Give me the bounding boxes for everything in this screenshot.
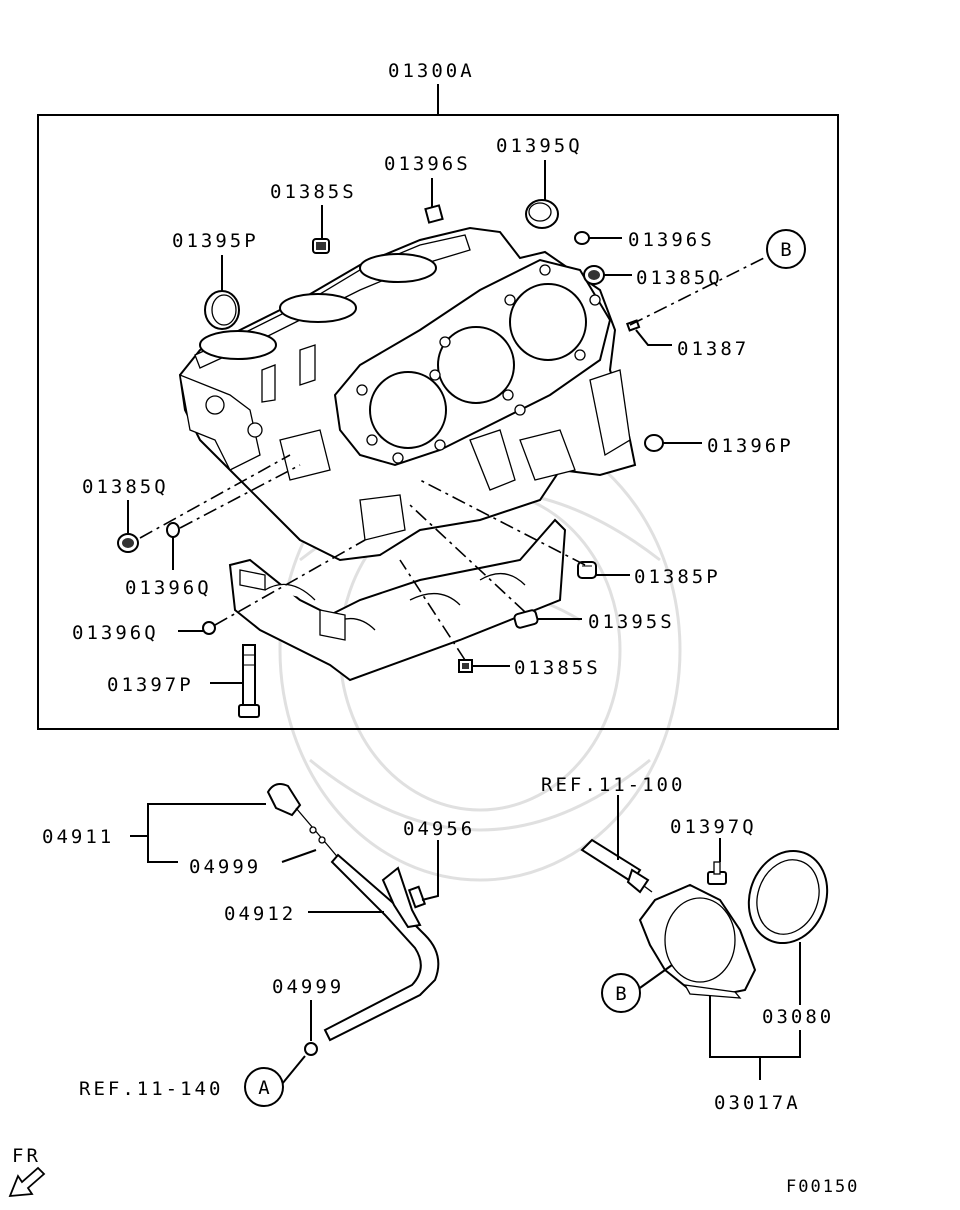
plug-01396q-a (166, 522, 180, 538)
leader-lines-block (127, 160, 702, 684)
label-04911: 04911 (42, 826, 114, 848)
plug-01385q-right (583, 265, 605, 285)
label-01396s-top: 01396S (384, 153, 471, 175)
plug-01396p (644, 434, 664, 452)
oil-level-gauge (266, 783, 440, 1056)
fr-direction: FR (8, 1145, 46, 1198)
label-01397p: 01397P (107, 674, 194, 696)
label-04999-a: 04999 (189, 856, 261, 878)
label-04912: 04912 (224, 903, 296, 925)
label-03080: 03080 (762, 1006, 834, 1028)
label-01396s-right: 01396S (628, 229, 715, 251)
label-01396q-b: 01396Q (72, 622, 159, 644)
cylinder-block (178, 226, 637, 682)
svg-text:B: B (780, 239, 791, 261)
label-01385q-left: 01385Q (82, 476, 169, 498)
label-ref-11-100: REF.11-100 (541, 774, 685, 796)
gasket-holes (356, 264, 601, 464)
part-labels: 01300A 01396S 01395Q 01385S 01396S 01395… (42, 60, 859, 1197)
plug-01395q (525, 199, 559, 229)
fr-label: FR (12, 1145, 41, 1167)
label-01385s-bottom: 01385S (514, 657, 601, 679)
arrow-down-left-icon (8, 1166, 46, 1198)
label-01396p: 01396P (707, 435, 794, 457)
oil-seal-case (580, 838, 829, 999)
label-03017a: 03017A (714, 1092, 801, 1114)
label-01385p: 01385P (634, 566, 721, 588)
label-ref-11-140: REF.11-140 (79, 1078, 223, 1100)
assembly-frame (37, 84, 839, 730)
plug-01385s-bottom (458, 659, 473, 673)
plug-01396s-top (424, 204, 444, 224)
plug-01396s-right (574, 231, 590, 245)
label-01397q: 01397Q (670, 816, 757, 838)
pin-01387 (625, 319, 641, 332)
svg-text:A: A (258, 1077, 270, 1099)
label-01385q-right: 01385Q (636, 267, 723, 289)
label-01395s: 01395S (588, 611, 675, 633)
plug-01395p (204, 290, 240, 330)
plug-01385p (577, 561, 597, 579)
label-04956: 04956 (403, 818, 475, 840)
label-01387: 01387 (677, 338, 749, 360)
leader-lines-dipstick (130, 803, 439, 1085)
label-04999-b: 04999 (272, 976, 344, 998)
figure-id: F00150 (786, 1177, 859, 1197)
plug-01385s-top (312, 238, 330, 254)
guide-lines (139, 254, 771, 661)
label-01395p: 01395P (172, 230, 259, 252)
callout-b-top: B (766, 229, 806, 269)
callout-a: A (244, 1067, 284, 1107)
callout-b-bottom: B (601, 973, 641, 1013)
plug-01396q-b (202, 621, 216, 635)
label-01385s-top: 01385S (270, 181, 357, 203)
label-01300a: 01300A (388, 60, 475, 82)
label-01396q-a: 01396Q (125, 577, 212, 599)
leader-lines-seal (617, 795, 801, 1080)
svg-text:B: B (615, 983, 626, 1005)
bolt-01397p (238, 644, 260, 718)
plug-01385q-left (117, 533, 139, 553)
label-01395q: 01395Q (496, 135, 583, 157)
